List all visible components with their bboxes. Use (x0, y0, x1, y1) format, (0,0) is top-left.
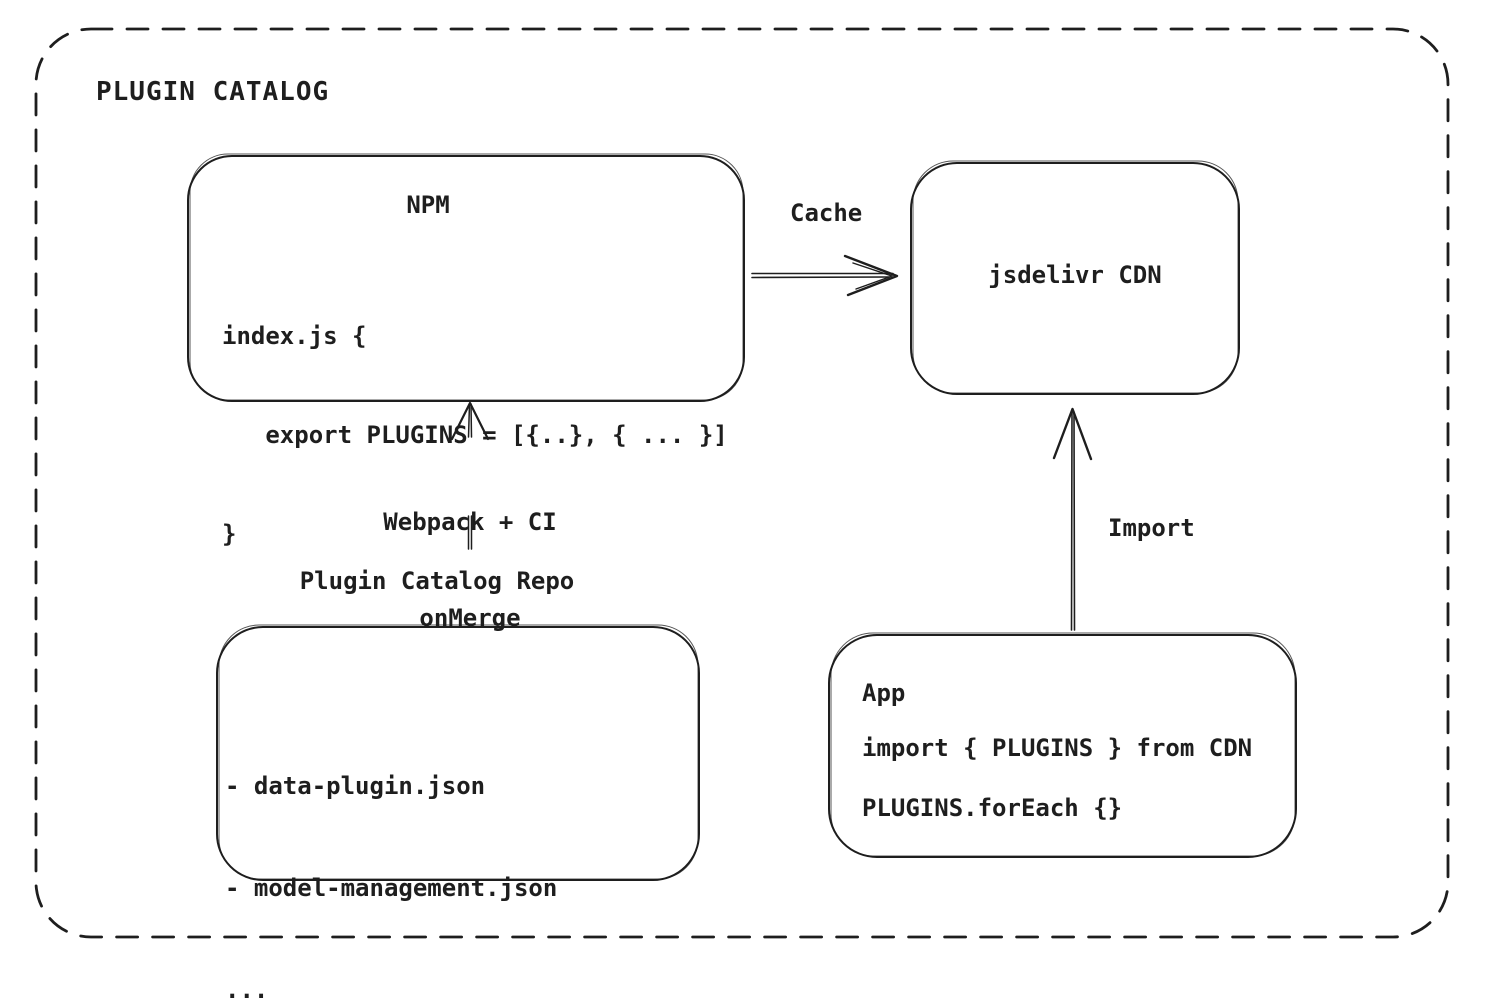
npm-code-line: } (222, 520, 237, 548)
build-edge-label-line: onMerge (419, 604, 521, 632)
app-box (828, 634, 1297, 858)
build-edge-label: Webpack + CI onMerge (320, 442, 620, 698)
cdn-node-title: jsdelivr CDN (988, 261, 1162, 289)
npm-box-sketch-stroke (189, 153, 744, 401)
repo-file-list-item: - data-plugin.json (225, 772, 486, 800)
repo-file-list: - data-plugin.json - model-management.js… (225, 701, 557, 1002)
import-edge-label: Import (1108, 514, 1195, 542)
app-code-line: PLUGINS.forEach {} (862, 794, 1123, 822)
cache-edge-label: Cache (790, 199, 863, 227)
repo-file-list-item: ... (225, 976, 269, 1002)
app-code-line: import { PLUGINS } from CDN (862, 734, 1253, 762)
build-edge-label-line: Webpack + CI (383, 508, 557, 536)
cache-arrow (751, 254, 899, 297)
plugin-catalog-boundary (34, 27, 1450, 939)
cdn-box-sketch-stroke (912, 160, 1239, 394)
npm-code-block: index.js { export PLUGINS = [{..}, { ...… (222, 254, 728, 617)
repo-box-sketch-stroke (218, 624, 699, 880)
npm-node-title: NPM (406, 191, 450, 219)
npm-code-line: index.js { (222, 322, 367, 350)
repo-file-list-item: - model-management.json (225, 874, 558, 902)
app-node-title: App (862, 679, 906, 707)
cdn-box (910, 162, 1240, 395)
repo-box (216, 626, 700, 881)
diagram-title: PLUGIN CATALOG (96, 77, 330, 107)
npm-box (187, 155, 745, 402)
build-arrow (450, 401, 490, 550)
app-box-sketch-stroke (830, 632, 1296, 857)
repo-node-title: Plugin Catalog Repo (299, 567, 575, 595)
import-arrow (1052, 407, 1093, 631)
npm-code-line: export PLUGINS = [{..}, { ... }] (222, 421, 728, 449)
